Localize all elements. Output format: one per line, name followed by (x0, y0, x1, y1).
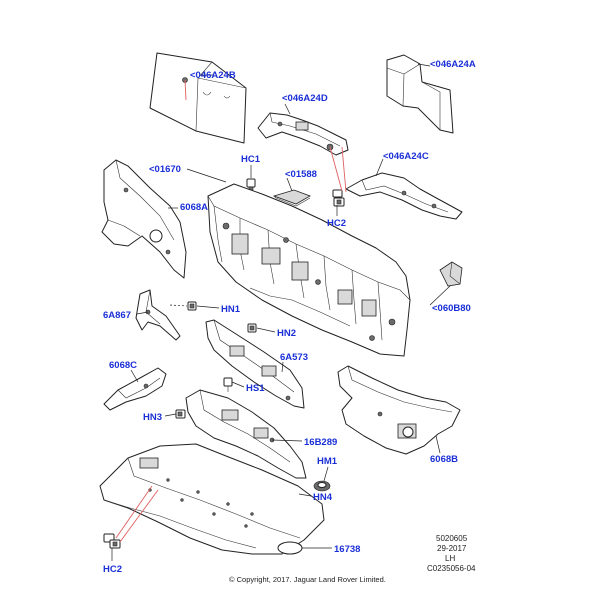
callout-HC2-top: HC2 (327, 218, 346, 229)
part-01588-pad (272, 189, 311, 207)
callout-HC2-bottom: HC2 (103, 564, 122, 575)
callout-HC1: HC1 (241, 154, 261, 165)
callout-046A24D: <046A24D (282, 93, 328, 104)
part-16738-floor-insulator (99, 443, 325, 555)
info-block: 5020605 29-2017 LH C0235056-04 (427, 534, 476, 573)
callout-16738: 16738 (334, 544, 360, 555)
info-line-3: LH (445, 554, 455, 563)
info-line-4: C0235056-04 (427, 564, 476, 573)
part-6068B-insulator (337, 365, 461, 455)
part-HC1-clip (246, 178, 256, 192)
callout-HS1: HS1 (246, 383, 265, 394)
part-HC2-clip-bottom (103, 533, 121, 549)
part-046A24C-bracket (345, 172, 463, 220)
callout-HM1: HM1 (317, 456, 338, 467)
part-HS1-screw (223, 377, 233, 392)
callout-060B80: <060B80 (432, 303, 471, 314)
callout-HN2: HN2 (277, 328, 296, 339)
part-060B80-cover (439, 261, 463, 287)
callout-6068A: 6068A (180, 202, 208, 213)
reference-lines (115, 79, 347, 543)
part-HM1-grommet (313, 480, 331, 492)
part-046A24D-bracket (257, 112, 349, 156)
part-046A24B-insulation-pad (149, 52, 247, 144)
callout-HN1: HN1 (221, 304, 241, 315)
part-16B289-insulator (185, 389, 307, 479)
callout-6A867: 6A867 (103, 310, 131, 321)
part-HN3-nut (175, 409, 186, 419)
info-line-2: 29-2017 (437, 544, 467, 553)
callout-HN3: HN3 (143, 412, 162, 423)
part-HC2-clip-top (332, 189, 345, 207)
copyright-text: © Copyright, 2017. Jaguar Land Rover Lim… (229, 575, 386, 584)
leader-lines (111, 63, 451, 561)
callout-046A24B: <046A24B (190, 70, 236, 81)
callout-16B289: 16B289 (304, 437, 337, 448)
callout-046A24C: <046A24C (383, 151, 429, 162)
part-01670-dash-panel (207, 183, 411, 357)
part-HN1-nut (187, 301, 197, 311)
callout-HN4: HN4 (313, 492, 333, 503)
callout-6068B: 6068B (430, 454, 458, 465)
callout-labels: <046A24B <046A24D <046A24A <01670 HC1 <0… (103, 59, 476, 575)
callout-01670: <01670 (149, 164, 181, 175)
part-046A24A-insulation-pad (386, 54, 454, 134)
part-6068A-insulator (101, 159, 187, 279)
callout-6068C: 6068C (109, 360, 137, 371)
part-HN2-nut (247, 323, 257, 333)
callout-046A24A: <046A24A (430, 59, 476, 70)
callout-6A573: 6A573 (280, 352, 308, 363)
info-line-1: 5020605 (436, 534, 468, 543)
part-6A573-insulator (205, 319, 305, 409)
floor-dots (148, 478, 254, 528)
part-6068C-insulator (103, 367, 167, 411)
part-6A867-bracket (135, 289, 181, 341)
callout-01588: <01588 (285, 169, 317, 180)
